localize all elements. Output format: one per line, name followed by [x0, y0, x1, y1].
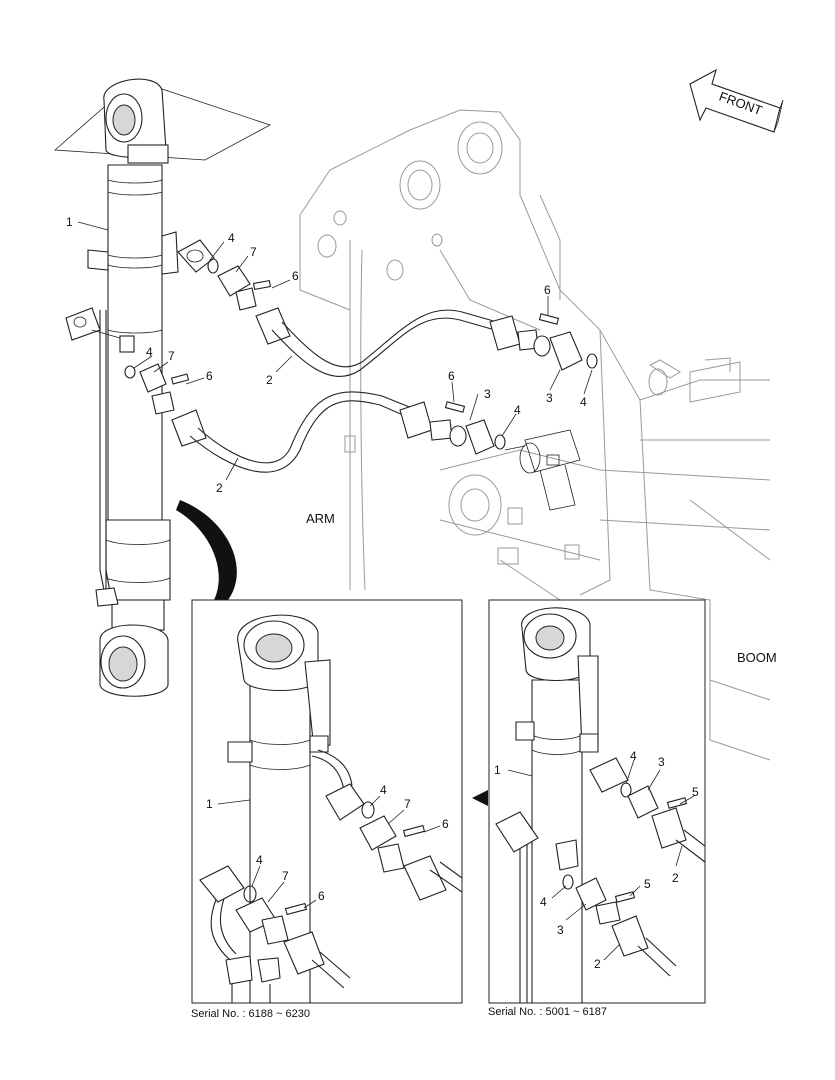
boom-label: BOOM — [737, 650, 777, 665]
inset-left-callout-4b: 4 — [256, 853, 263, 867]
callout-2: 2 — [266, 373, 273, 387]
inset-left-callout-7b: 7 — [282, 869, 289, 883]
callout-4d: 4 — [580, 395, 587, 409]
callout-3: 3 — [484, 387, 491, 401]
inset-right-callout-5: 5 — [692, 785, 699, 799]
inset-left-callout-6b: 6 — [318, 889, 325, 903]
lower-fittings — [124, 363, 506, 473]
inset-right: 1 4 3 5 2 4 3 5 2 — [488, 599, 706, 1004]
main-callouts: 1 4 7 6 6 4 7 6 2 3 4 6 3 4 2 — [66, 215, 593, 495]
inset-right-callout-2b: 2 — [594, 957, 601, 971]
inset-indicator-arrow — [176, 500, 237, 600]
callout-4: 4 — [228, 231, 235, 245]
inset-right-callout-4: 4 — [630, 749, 637, 763]
callout-3b: 3 — [546, 391, 553, 405]
inset-left-callout-1: 1 — [206, 797, 213, 811]
callout-7b: 7 — [168, 349, 175, 363]
callout-2b: 2 — [216, 481, 223, 495]
inset-left-callout-6: 6 — [442, 817, 449, 831]
callout-1: 1 — [66, 215, 73, 229]
callout-6: 6 — [292, 269, 299, 283]
inset-right-callout-1: 1 — [494, 763, 501, 777]
callout-6d: 6 — [448, 369, 455, 383]
boom-structure — [299, 109, 771, 761]
arm-label: ARM — [306, 511, 335, 526]
inset-right-callout-3: 3 — [658, 755, 665, 769]
callout-6c: 6 — [206, 369, 213, 383]
inset-left-callout-4: 4 — [380, 783, 387, 797]
arrow-left-icon: FRONT — [689, 68, 784, 133]
inset-right-callout-3b: 3 — [557, 923, 564, 937]
inset-left: 1 4 7 6 4 7 6 — [191, 599, 463, 1004]
callout-6b: 6 — [544, 283, 551, 297]
serial-left: Serial No. : 6188 ~ 6230 — [191, 1008, 310, 1020]
callout-4b: 4 — [146, 345, 153, 359]
inset-left-callout-7: 7 — [404, 797, 411, 811]
upper-fittings — [177, 239, 598, 377]
inset-right-callout-4b: 4 — [540, 895, 547, 909]
serial-right: Serial No. : 5001 ~ 6187 — [488, 1006, 607, 1018]
callout-4c: 4 — [514, 403, 521, 417]
inset-right-callout-5b: 5 — [644, 877, 651, 891]
triangle-left-icon — [472, 790, 488, 806]
hydraulic-cylinder — [65, 78, 179, 697]
callout-7: 7 — [250, 245, 257, 259]
inset-right-callout-2: 2 — [672, 871, 679, 885]
